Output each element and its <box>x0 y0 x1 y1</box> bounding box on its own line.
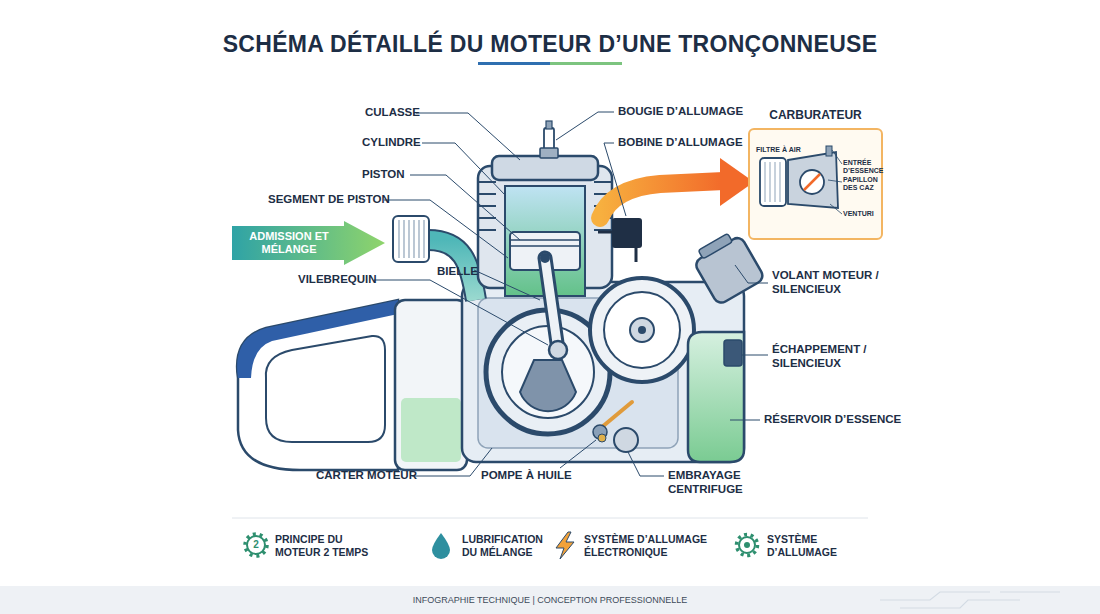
inset-box: CARBURATEUR <box>748 128 883 240</box>
inset-heading: CARBURATEUR <box>748 108 883 122</box>
legend-entry: SYSTÈME D’ALLUMAGE ÉLECTRONIQUE <box>584 533 716 559</box>
carb-part-label: FILTRE À AIR <box>756 146 816 154</box>
legend-text: SYSTÈME D’ALLUMAGE <box>767 533 847 559</box>
oil-tank <box>395 300 467 470</box>
legend-entry: PRINCIPE DU MOTEUR 2 TEMPS <box>275 533 383 559</box>
part-label: SEGMENT DE PISTON <box>268 193 398 207</box>
title-underline <box>478 62 550 65</box>
circuit-decoration <box>880 592 1060 608</box>
arrow-shape-fill <box>232 221 385 265</box>
part-label: POMPE À HUILE <box>481 469 581 483</box>
part-label: VOLANT MOTEUR / SILENCIEUX <box>772 269 884 297</box>
part-label: PISTON <box>362 168 422 182</box>
flywheel-hub <box>630 318 654 342</box>
part-label: BOUGIE D’ALLUMAGE <box>618 105 748 119</box>
diagram-title: SCHÉMA DÉTAILLÉ DU MOTEUR D’UNE TRONÇONN… <box>0 31 1100 58</box>
spark-plug <box>544 128 554 150</box>
leader-line <box>628 452 664 476</box>
ignition-coil <box>612 218 642 248</box>
caption-band <box>0 586 1100 614</box>
part-label: EMBRAYAGE CENTRIFUGE <box>668 469 818 497</box>
node-label: ADMISSION ET MÉLANGE <box>236 226 342 260</box>
part-label: ÉCHAPPEMENT / SILENCIEUX <box>772 343 882 371</box>
piston-rings <box>510 240 580 246</box>
leader-line <box>374 280 548 345</box>
flywheel <box>590 278 694 382</box>
leader-line <box>474 270 540 300</box>
clutch <box>614 428 638 452</box>
part-label: CULASSE <box>365 106 435 120</box>
leader-line <box>735 265 768 283</box>
plug-hex <box>540 148 558 158</box>
gear-teeth <box>737 535 758 556</box>
legend-text: SYSTÈME D’ALLUMAGE ÉLECTRONIQUE <box>584 533 716 559</box>
leader-line <box>560 440 596 468</box>
crank-web <box>502 326 594 418</box>
part-label: RÉSERVOIR D’ESSENCE <box>764 413 904 427</box>
gear-icon <box>247 536 265 554</box>
conrod <box>545 258 558 350</box>
flow-arrow <box>600 181 724 218</box>
plug-terminal <box>546 121 552 129</box>
crank-pin <box>549 341 567 359</box>
cylinder-head <box>492 156 598 180</box>
legend-text: PRINCIPE DU MOTEUR 2 TEMPS <box>275 533 383 559</box>
intake-arrow-box: ADMISSION ET MÉLANGE <box>232 221 385 265</box>
muffler-cap <box>698 233 732 259</box>
leader-line <box>412 448 492 476</box>
leader-line <box>742 355 768 356</box>
leader-line <box>730 420 760 421</box>
gear-teeth <box>245 534 267 556</box>
icon-number: 2 <box>249 539 263 551</box>
conrod-outline <box>545 258 558 350</box>
leader-line <box>410 175 520 240</box>
part-label: CYLINDRE <box>362 136 432 150</box>
rear-handle <box>237 300 398 470</box>
counterweight <box>520 360 576 411</box>
part-label: BOBINE D’ALLUMAGE <box>618 136 748 150</box>
legend-text: LUBRIFICATION DU MÉLANGE <box>462 533 552 559</box>
legend-entry: SYSTÈME D’ALLUMAGE <box>767 533 847 559</box>
air-filter <box>393 216 429 262</box>
part-label: VILEBREQUIN <box>298 273 388 287</box>
part-label: BIELLE <box>437 265 487 279</box>
carb-part-label: VENTURI <box>843 210 885 218</box>
handle-opening <box>266 336 385 442</box>
part-label: CARTER MOTEUR <box>316 469 426 483</box>
handle-grip <box>237 300 398 378</box>
bolt-icon <box>556 532 574 559</box>
flywheel-rim <box>604 292 680 368</box>
separator <box>232 518 868 519</box>
caption: INFOGRAPHIE TECHNIQUE | CONCEPTION PROFE… <box>0 595 1100 605</box>
exhaust-port <box>724 340 742 366</box>
leader-line <box>422 143 506 196</box>
gear-hub <box>744 542 750 548</box>
leader-lines <box>374 112 768 476</box>
leader-line <box>416 113 520 160</box>
carb-part-label: ENTRÉE D’ESSENCE <box>843 159 885 175</box>
leader-line <box>604 143 626 216</box>
oil-level <box>401 398 461 462</box>
oil-pump-gear <box>598 434 606 442</box>
carb-part-label: PAPILLON DES CAZ <box>843 176 885 192</box>
title-underline <box>550 62 622 65</box>
leader-line <box>384 200 508 258</box>
filter-pleats <box>399 220 424 258</box>
legend-entry: LUBRIFICATION DU MÉLANGE <box>462 533 552 559</box>
muffler <box>693 235 765 305</box>
leader-line <box>556 112 614 140</box>
flywheel-axle <box>638 326 646 334</box>
drop-icon <box>432 533 450 559</box>
fuel-tank <box>688 332 744 462</box>
gear-icon <box>739 537 755 553</box>
piston-pin <box>540 253 550 263</box>
